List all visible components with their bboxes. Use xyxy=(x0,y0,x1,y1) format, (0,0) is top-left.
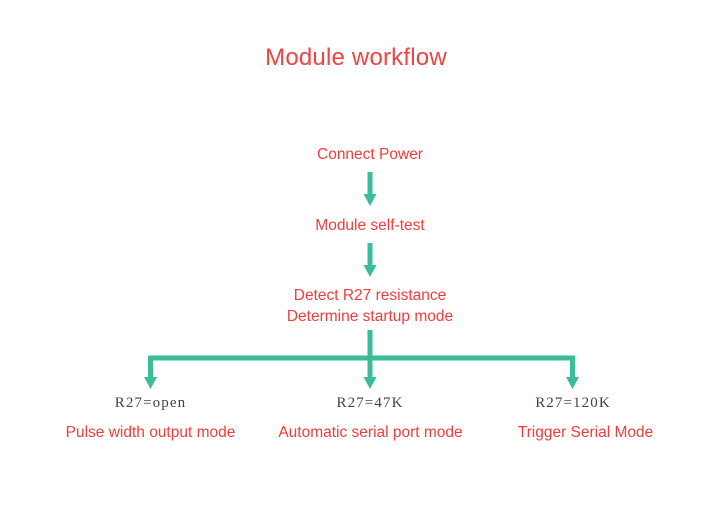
node-connect-power: Connect Power xyxy=(317,146,423,163)
condition-branch-47k: R27=47K xyxy=(336,395,404,411)
node-detect-r27-line1: Detect R27 resistance xyxy=(293,287,447,304)
arrow-branch-left xyxy=(144,377,157,389)
leaf-pulse-width-output-mode: Pulse width output mode xyxy=(65,424,236,441)
leaf-automatic-serial-port-mode: Automatic serial port mode xyxy=(278,424,463,441)
node-module-self-test: Module self-test xyxy=(315,217,425,234)
arrow-power-to-selftest xyxy=(363,172,377,206)
condition-branch-open: R27=open xyxy=(114,395,187,411)
page-title: Module workflow xyxy=(265,44,447,71)
arrow-selftest-to-detect xyxy=(363,243,377,277)
node-detect-r27: Detect R27 resistance Determine startup … xyxy=(250,285,490,327)
leaf-trigger-serial-mode: Trigger Serial Mode xyxy=(517,424,654,441)
condition-branch-120k: R27=120K xyxy=(535,395,611,411)
arrow-branch-right xyxy=(566,377,579,389)
node-detect-r27-line2: Determine startup mode xyxy=(286,308,454,325)
split-bus xyxy=(148,330,575,379)
arrow-branch-center xyxy=(363,377,377,389)
